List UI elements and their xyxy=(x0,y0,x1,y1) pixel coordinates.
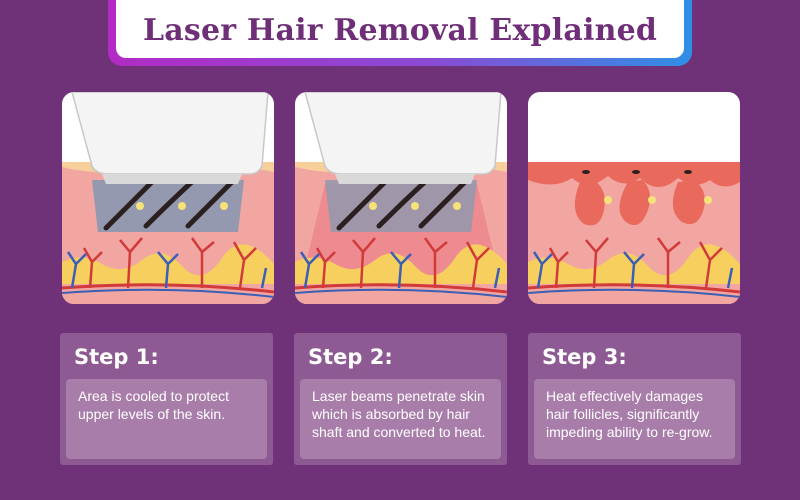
title-banner: Laser Hair Removal Explained xyxy=(108,0,692,66)
step-title: Step 1: xyxy=(74,345,159,369)
step-body: Area is cooled to protect upper levels o… xyxy=(66,379,267,459)
step-text: Laser beams penetrate skin which is abso… xyxy=(312,388,486,440)
step-title: Step 2: xyxy=(308,345,393,369)
step-card-3: Step 3: Heat effectively damages hair fo… xyxy=(528,333,741,465)
step-title: Step 3: xyxy=(542,345,627,369)
step-body: Laser beams penetrate skin which is abso… xyxy=(300,379,501,459)
illustration-step-3 xyxy=(528,92,740,304)
step-text: Heat effectively damages hair follicles,… xyxy=(546,388,713,440)
step-card-1: Step 1: Area is cooled to protect upper … xyxy=(60,333,273,465)
illustration-step-2 xyxy=(295,92,507,304)
step-body: Heat effectively damages hair follicles,… xyxy=(534,379,735,459)
step-card-2: Step 2: Laser beams penetrate skin which… xyxy=(294,333,507,465)
page-title: Laser Hair Removal Explained xyxy=(142,12,658,48)
illustration-step-1 xyxy=(62,92,274,304)
title-banner-inner: Laser Hair Removal Explained xyxy=(116,0,684,58)
step-text: Area is cooled to protect upper levels o… xyxy=(78,388,229,422)
